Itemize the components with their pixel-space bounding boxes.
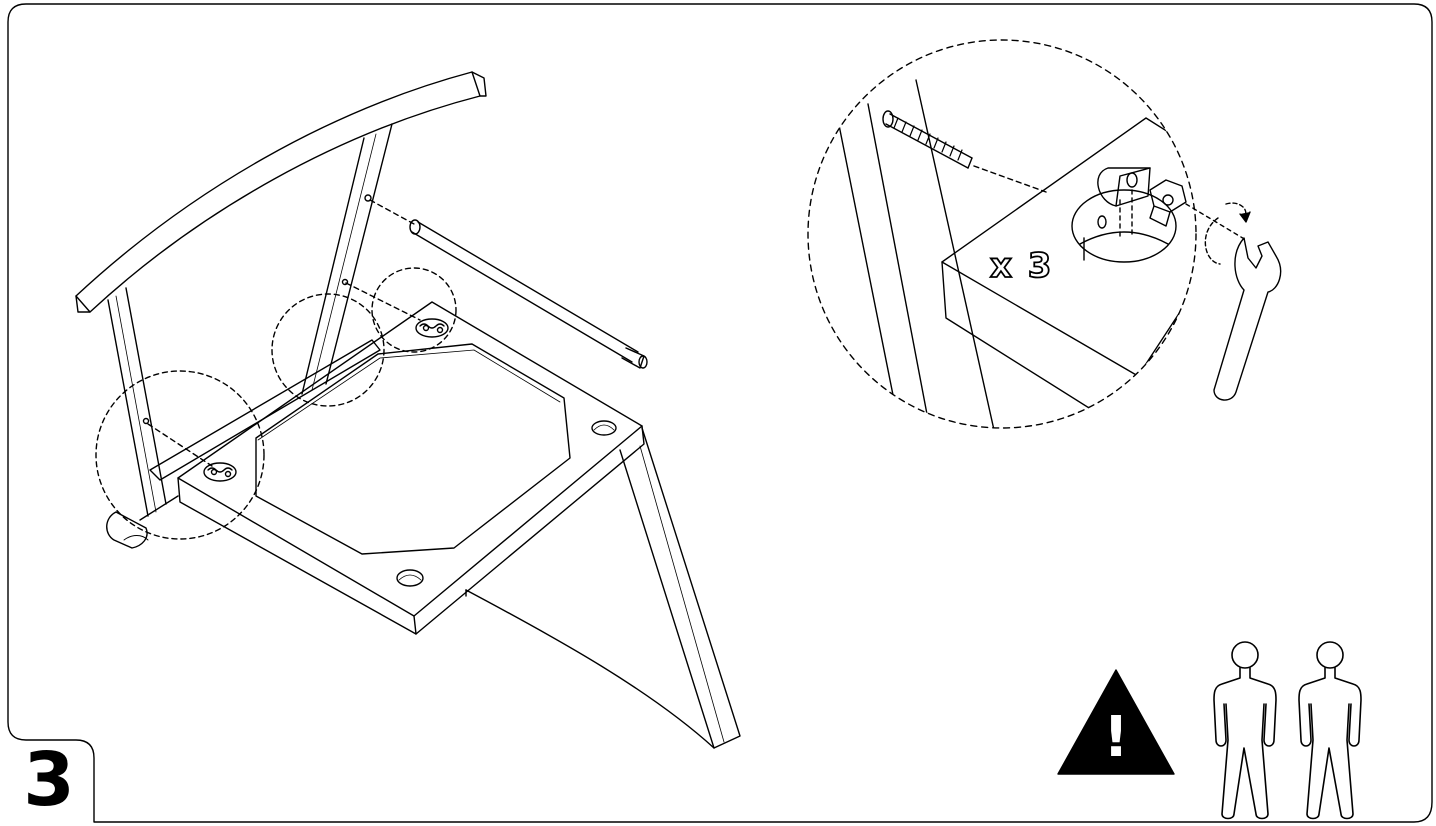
rotation-arrow	[1204, 202, 1247, 265]
chair-stretcher-rod	[411, 221, 639, 363]
highlight-circle	[371, 267, 457, 353]
step-number: 3	[23, 737, 75, 823]
warning-triangle-icon	[1057, 669, 1175, 775]
chair-side-rail	[149, 339, 381, 481]
barrel-nut	[1097, 167, 1151, 229]
chair-backrest	[75, 71, 481, 313]
two-person-icon	[1213, 641, 1362, 820]
detail-zoom	[807, 39, 1282, 429]
person-icon	[1213, 641, 1277, 820]
warning-exclamation: !	[1103, 705, 1129, 770]
fitting-detail	[203, 462, 237, 482]
chair-illustration	[75, 71, 741, 749]
chair-seat-opening	[255, 343, 571, 555]
chair-back-post-right	[301, 123, 393, 395]
highlight-circle	[95, 370, 265, 540]
quantity-label: x 3	[989, 245, 1054, 287]
wrench-icon	[1213, 237, 1282, 401]
chair-seat-frame	[177, 301, 643, 617]
bolt	[882, 110, 973, 169]
fitting-detail	[415, 318, 449, 338]
highlight-circle	[271, 293, 385, 407]
hex-nut	[1149, 179, 1187, 227]
detail-zoom-circle	[807, 39, 1197, 429]
seat-screw-hole	[591, 420, 617, 436]
chair-back-post-left	[107, 287, 167, 517]
page-frame	[7, 3, 1433, 823]
chair-front-leg	[619, 427, 741, 749]
chair-front-leg	[465, 589, 715, 749]
seat-screw-hole	[396, 569, 424, 587]
person-icon	[1298, 641, 1362, 820]
